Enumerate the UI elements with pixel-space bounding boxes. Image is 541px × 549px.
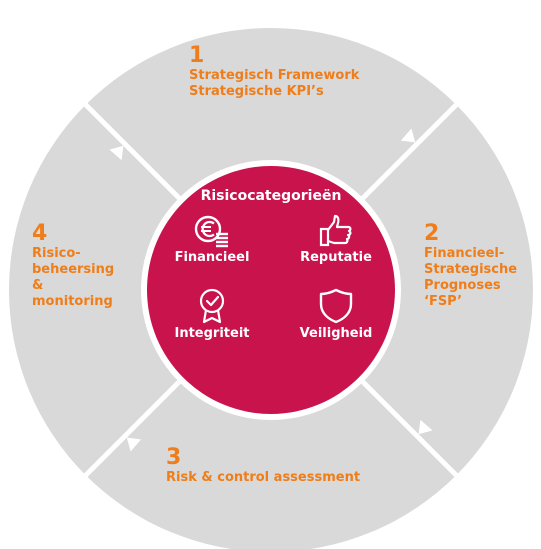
category-reputatie: Reputatie <box>288 214 384 265</box>
category-label: Financieel <box>174 250 250 265</box>
category-label: Integriteit <box>174 326 250 341</box>
category-label: Veiligheid <box>299 326 373 341</box>
step-3-label: 3 Risk & control assessment <box>166 446 360 486</box>
step-4-line-4: monitoring <box>32 294 113 309</box>
category-integriteit: Integriteit <box>164 288 260 341</box>
step-2-label: 2 Financieel- Strategische Prognoses ‘FS… <box>424 222 517 310</box>
ring-segment-3 <box>85 381 457 549</box>
center-title: Risicocategorieën <box>200 188 342 204</box>
step-4-line-3: & <box>32 278 44 293</box>
cycle-arrow-icon <box>418 419 433 435</box>
ring-segment-2 <box>362 104 533 476</box>
step-1-label: 1 Strategisch Framework Strategische KPI… <box>189 44 359 100</box>
category-label: Reputatie <box>300 250 372 265</box>
segment-divider <box>79 98 184 203</box>
segment-divider <box>358 98 463 203</box>
euro-coins-icon <box>194 215 228 248</box>
step-2-line-4: ‘FSP’ <box>424 294 463 309</box>
cycle-arrow-icon <box>400 128 416 143</box>
step-3-line-1: Risk & control assessment <box>166 470 361 485</box>
cycle-arrow-icon <box>126 437 142 452</box>
segment-divider <box>79 377 184 482</box>
step-2-line-3: Prognoses <box>424 278 501 293</box>
segment-divider <box>358 377 463 482</box>
thumbs-up-icon <box>319 214 352 247</box>
step-1-line-1: Strategisch Framework <box>189 68 360 83</box>
step-1-number: 1 <box>189 43 205 68</box>
rosette-check-icon <box>199 288 225 324</box>
step-1-line-2: Strategische KPI’s <box>189 84 324 99</box>
step-4-label: 4 Risico- beheersing & monitoring <box>32 222 114 310</box>
cycle-arrow-icon <box>109 145 124 161</box>
ring-segment-4 <box>9 104 180 476</box>
step-2-number: 2 <box>424 221 440 246</box>
step-4-line-2: beheersing <box>32 262 115 277</box>
ring-segments <box>9 28 533 549</box>
shield-icon <box>319 288 353 324</box>
segment-dividers <box>79 98 463 482</box>
ring-segment-1 <box>85 28 457 199</box>
step-3-number: 3 <box>166 445 182 470</box>
category-financieel: Financieel <box>164 214 260 265</box>
step-2-line-1: Financieel- <box>424 246 505 261</box>
category-veiligheid: Veiligheid <box>288 288 384 341</box>
step-2-line-2: Strategische <box>424 262 518 277</box>
step-4-line-1: Risico- <box>32 246 81 261</box>
step-4-number: 4 <box>32 221 48 246</box>
